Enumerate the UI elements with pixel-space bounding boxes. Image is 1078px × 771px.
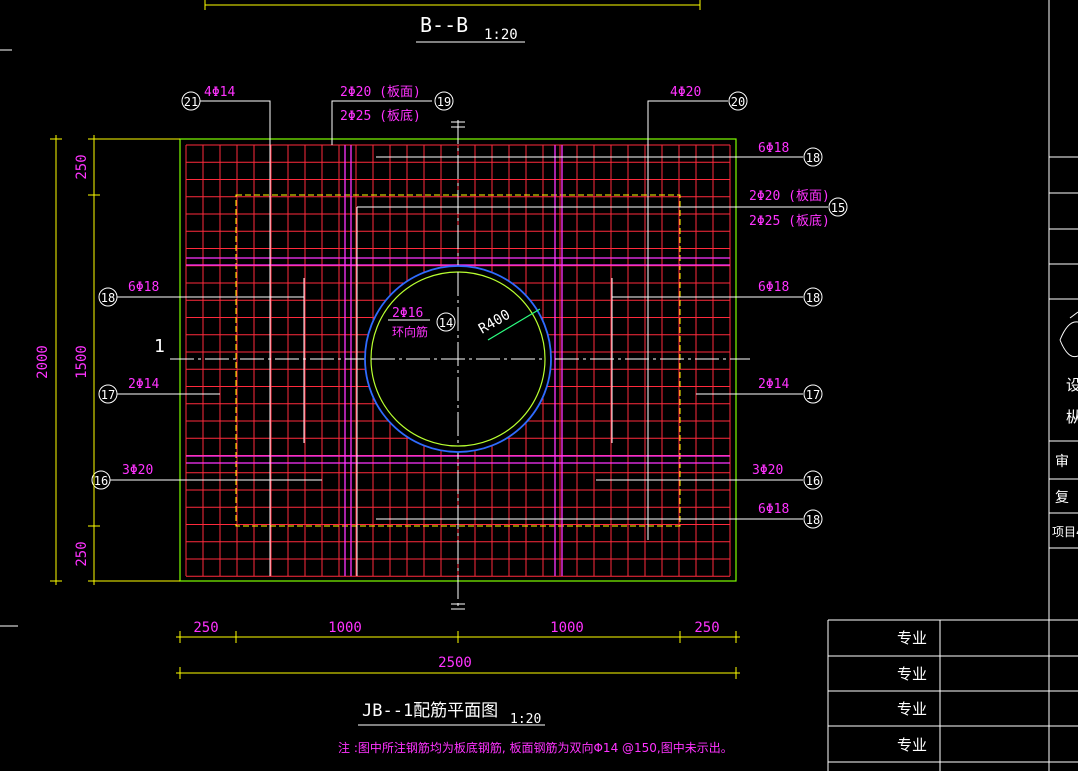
callout-15: 2Φ20 (板面) 2Φ25 (板底) 15 (357, 189, 848, 229)
plan-scale: 1:20 (510, 712, 541, 727)
callout-21: 21 4Φ14 (181, 85, 271, 150)
svg-text:4Φ20: 4Φ20 (670, 85, 701, 100)
callout-16-left: 16 3Φ20 (91, 463, 322, 490)
svg-text:19: 19 (437, 95, 451, 109)
section-title: B--B (420, 13, 468, 37)
callout-19: 2Φ20 (板面) 2Φ25 (板底) 19 (331, 85, 454, 145)
svg-text:6Φ18: 6Φ18 (758, 502, 789, 517)
tb-label-audit: 审 (1055, 454, 1069, 470)
centerline-label: 1 (154, 336, 165, 357)
white-bars (269, 150, 649, 576)
tb-label-review: 复 (1055, 489, 1069, 506)
svg-text:15: 15 (831, 201, 845, 215)
tb-label-project: 项目4 (1052, 525, 1078, 539)
svg-text:6Φ18: 6Φ18 (758, 141, 789, 156)
plan-note: 注 :图中所注钢筋均为板底钢筋, 板面钢筋为双向Φ14 @150,图中未示出。 (338, 740, 733, 755)
svg-text:6Φ18: 6Φ18 (758, 280, 789, 295)
callout-18-bottom: 6Φ18 18 (610, 502, 823, 529)
tb-side-label-2: 枞 (1066, 408, 1078, 426)
svg-text:2Φ25 (板底): 2Φ25 (板底) (340, 108, 421, 124)
top-dimension-line (204, 0, 701, 10)
bottom-dimensions (176, 631, 740, 679)
svg-text:18: 18 (806, 513, 820, 527)
callout-20: 4Φ20 20 (647, 85, 748, 150)
dim-left-mid: 1500 (74, 345, 90, 379)
tb-row-1: 专业 (897, 629, 927, 647)
ring-number: 14 (439, 316, 453, 330)
tb-side-label-1: 设 (1066, 376, 1078, 394)
callout-17-left: 17 2Φ14 (98, 377, 220, 404)
svg-text:2Φ14: 2Φ14 (758, 377, 789, 392)
callout-18-top: 6Φ18 18 (610, 141, 823, 167)
svg-text:6Φ18: 6Φ18 (128, 280, 159, 295)
svg-text:17: 17 (806, 388, 820, 402)
dim-left-bottom: 250 (74, 541, 90, 566)
svg-text:2Φ20 (板面): 2Φ20 (板面) (749, 189, 830, 204)
section-scale: 1:20 (484, 27, 518, 43)
svg-text:16: 16 (806, 474, 820, 488)
ring-label-type: 环向筋 (392, 324, 428, 339)
title-block (827, 0, 1078, 771)
callout-18-right: 6Φ18 18 (612, 280, 823, 307)
svg-text:2Φ25 (板底): 2Φ25 (板底) (749, 213, 830, 229)
svg-text:21: 21 (184, 95, 198, 109)
dim-bottom-2: 1000 (328, 620, 362, 636)
plan-title: JB--1配筋平面图 (362, 701, 498, 721)
svg-text:18: 18 (806, 151, 820, 165)
svg-text:4Φ14: 4Φ14 (204, 85, 235, 100)
svg-text:17: 17 (101, 388, 115, 402)
svg-text:16: 16 (94, 474, 108, 488)
svg-text:3Φ20: 3Φ20 (752, 463, 783, 478)
callout-17-right: 2Φ14 17 (696, 377, 823, 404)
svg-text:18: 18 (806, 291, 820, 305)
tb-row-3: 专业 (897, 700, 927, 718)
dim-bottom-total: 2500 (438, 655, 472, 671)
dim-bottom-4: 250 (694, 620, 719, 636)
dim-bottom-3: 1000 (550, 620, 584, 636)
dim-left-outer: 2000 (35, 345, 51, 379)
tb-row-2: 专业 (897, 665, 927, 683)
svg-text:18: 18 (101, 291, 115, 305)
svg-text:3Φ20: 3Φ20 (122, 463, 153, 478)
callout-16-right: 3Φ20 16 (596, 463, 823, 490)
tb-row-4: 专业 (897, 736, 927, 754)
svg-text:20: 20 (731, 95, 745, 109)
ring-label-bars: 2Φ16 (392, 306, 423, 321)
left-dimensions (50, 135, 180, 585)
svg-text:2Φ20 (板面): 2Φ20 (板面) (340, 85, 421, 100)
callout-18-left: 18 6Φ18 (98, 280, 304, 307)
dim-left-top: 250 (74, 154, 90, 179)
dim-bottom-1: 250 (193, 620, 218, 636)
svg-text:2Φ14: 2Φ14 (128, 377, 159, 392)
